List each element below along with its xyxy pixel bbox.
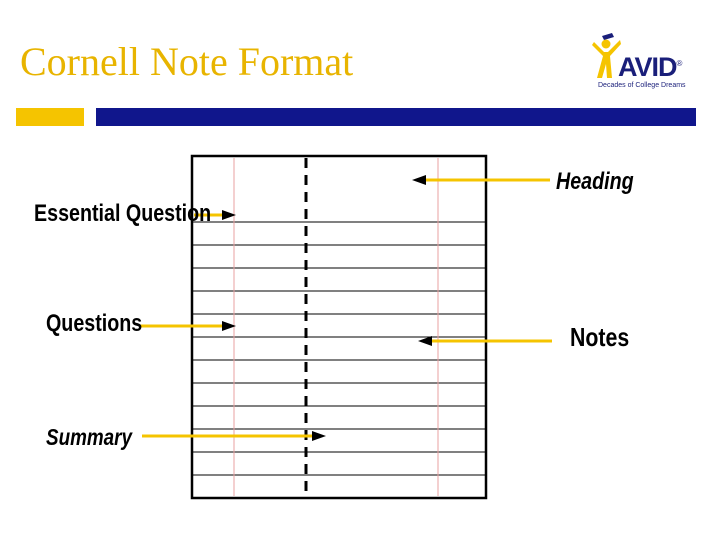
ruled-lines xyxy=(193,221,485,476)
notebook-page xyxy=(190,154,488,500)
logo-wordmark: AVID® xyxy=(618,52,682,82)
notes-label: Notes xyxy=(570,322,630,352)
heading-arrow xyxy=(412,175,550,185)
notes-arrow xyxy=(418,336,552,346)
essential-question-label: Essential Question xyxy=(34,200,212,227)
logo-tagline: Decades of College Dreams xyxy=(598,82,686,89)
questions-arrow xyxy=(140,321,236,331)
accent-bar-blue xyxy=(96,108,696,126)
summary-arrow xyxy=(142,431,326,441)
heading-label: Heading xyxy=(556,168,634,195)
accent-bar-yellow xyxy=(16,108,84,126)
summary-label: Summary xyxy=(46,424,132,450)
avid-logo: AVID® Decades of College Dreams xyxy=(590,32,700,92)
slide-title: Cornell Note Format xyxy=(20,39,354,84)
questions-label: Questions xyxy=(46,310,143,337)
person-graduate-icon xyxy=(592,33,621,78)
essential-question-arrow xyxy=(194,210,236,220)
